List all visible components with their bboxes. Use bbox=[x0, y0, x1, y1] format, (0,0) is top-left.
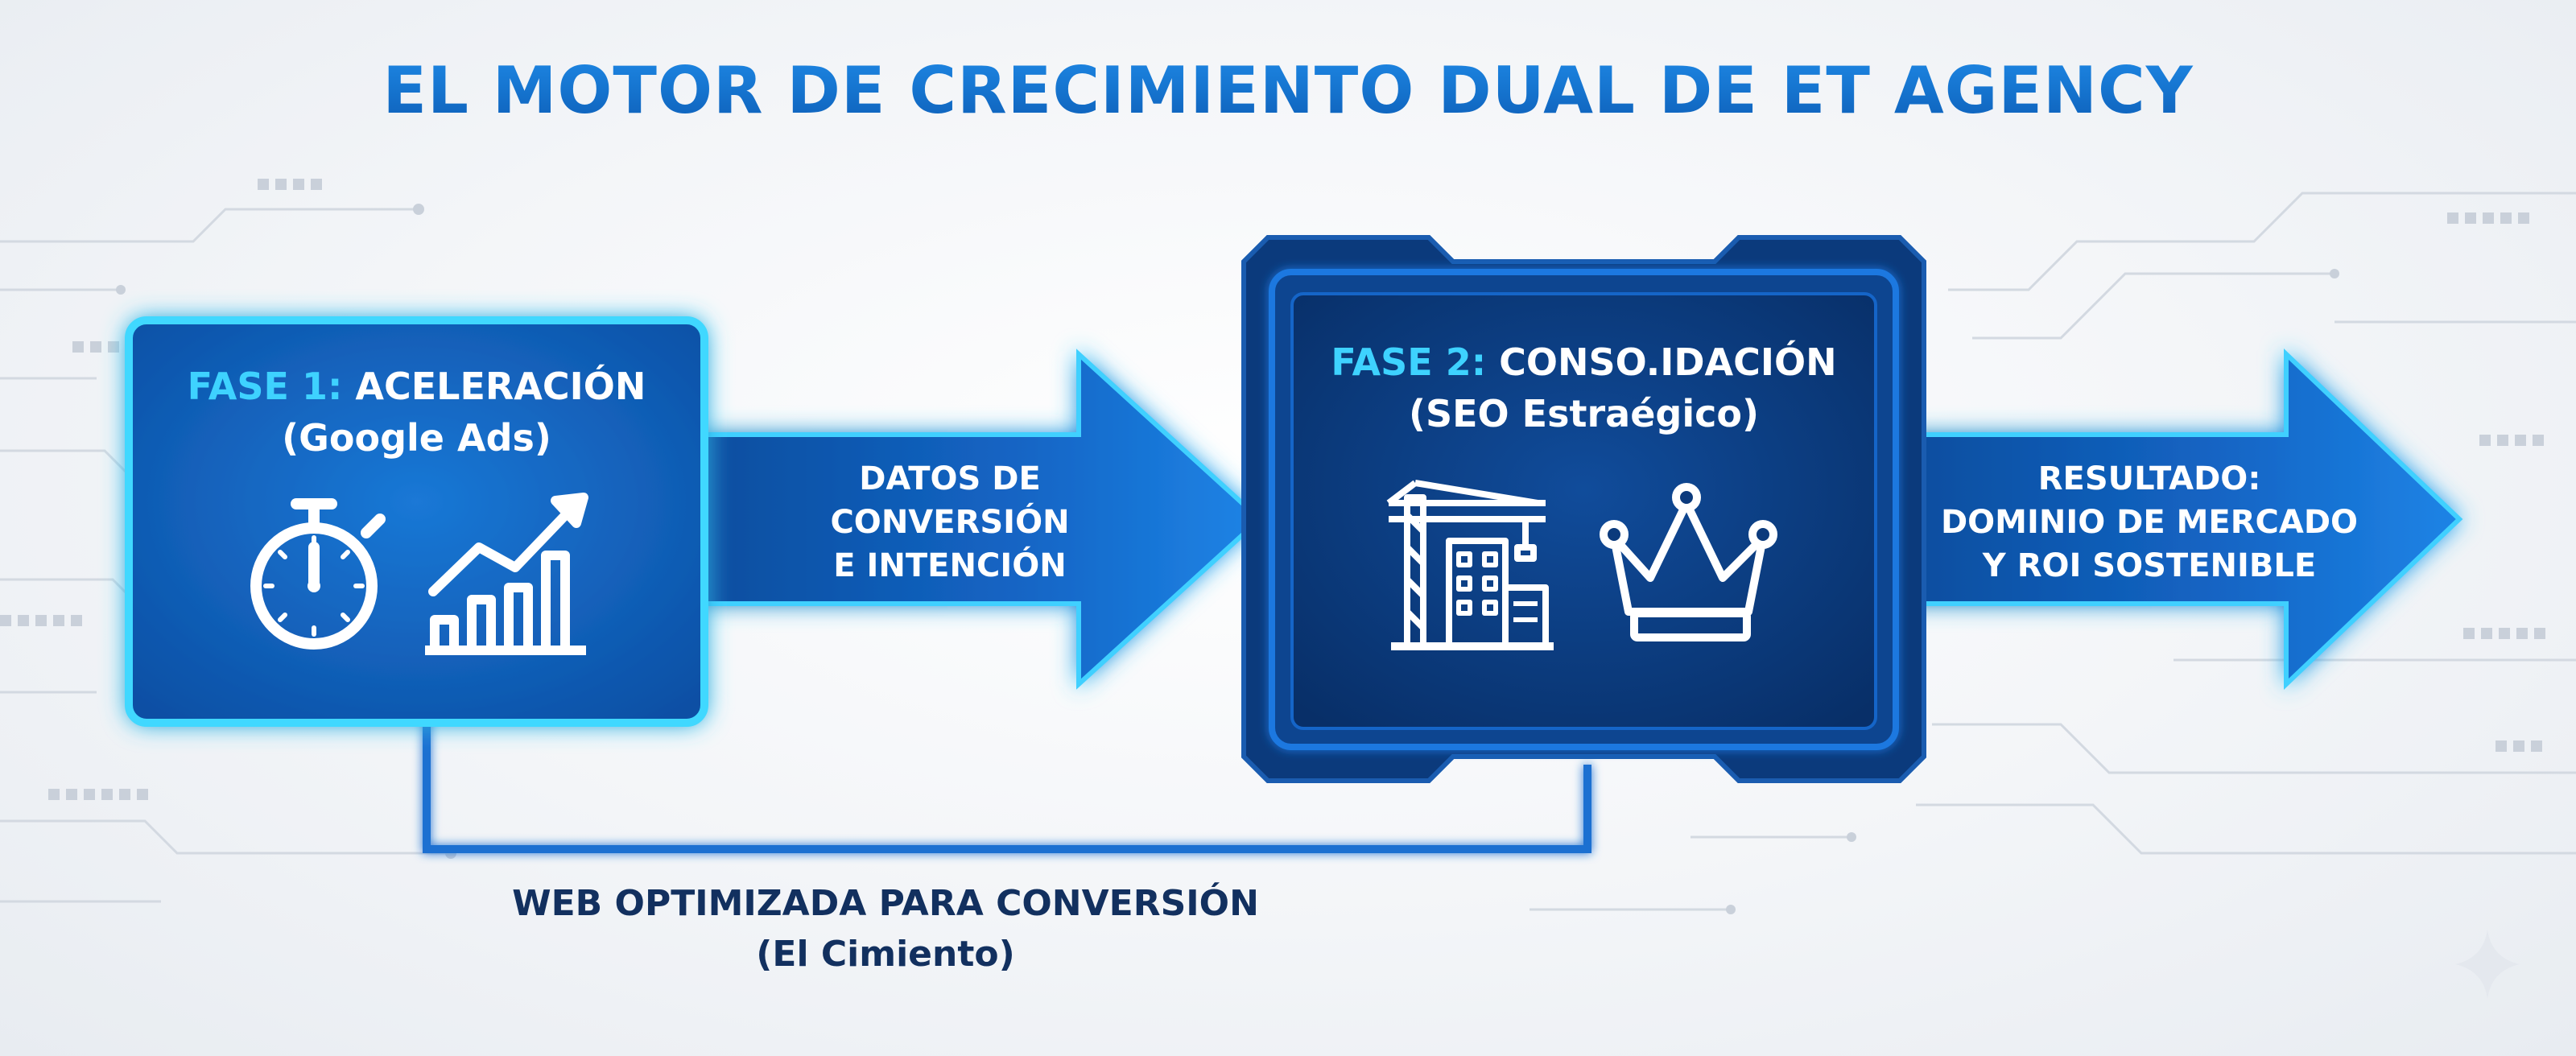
phase-1-subtitle: (Google Ads) bbox=[282, 416, 551, 460]
foundation-label: WEB OPTIMIZADA PARA CONVERSIÓN bbox=[512, 883, 1259, 924]
page-title: EL MOTOR DE CRECIMIENTO DUAL DE ET AGENC… bbox=[0, 53, 2576, 128]
arrow-1-line-1: DATOS DE bbox=[859, 460, 1041, 497]
phase-2-heading: FASE 2: CONSO.IDACIÓN (SEO Estraégico) bbox=[1292, 336, 1876, 439]
arrow-1-line-2: CONVERSIÓN bbox=[830, 504, 1070, 541]
growth-chart-icon bbox=[425, 493, 588, 655]
phase-1-prefix: FASE 1: bbox=[187, 365, 343, 408]
arrow-1-line-3: E INTENCIÓN bbox=[833, 547, 1067, 584]
arrow-1-label: DATOS DE CONVERSIÓN E INTENCIÓN bbox=[789, 457, 1111, 588]
phase-1-name: ACELERACIÓN bbox=[355, 365, 646, 408]
stopwatch-icon bbox=[250, 498, 386, 650]
arrow-2-line-3: Y ROI SOSTENIBLE bbox=[1982, 547, 2317, 584]
foundation-connector-line bbox=[423, 708, 1591, 853]
arrow-2-line-1: RESULTADO: bbox=[2037, 460, 2261, 497]
crown-icon bbox=[1600, 483, 1777, 641]
construction-crane-icon bbox=[1386, 480, 1554, 650]
arrow-1-shape bbox=[690, 349, 1264, 690]
phase-1-heading: FASE 1: ACELERACIÓN (Google Ads) bbox=[129, 361, 704, 464]
phase-2-name: CONSO.IDACIÓN bbox=[1499, 340, 1837, 384]
arrow-2-shape bbox=[1897, 348, 2463, 691]
arrow-2-label: RESULTADO: DOMINIO DE MERCADO Y ROI SOST… bbox=[1924, 457, 2375, 588]
phase-2-subtitle: (SEO Estraégico) bbox=[1408, 392, 1759, 435]
sparkle-icon bbox=[2455, 930, 2520, 999]
phase-2-prefix: FASE 2: bbox=[1331, 340, 1487, 384]
foundation-sublabel: (El Cimiento) bbox=[756, 934, 1015, 975]
arrow-2-line-2: DOMINIO DE MERCADO bbox=[1940, 504, 2359, 541]
phase-2-box bbox=[1290, 292, 1877, 730]
